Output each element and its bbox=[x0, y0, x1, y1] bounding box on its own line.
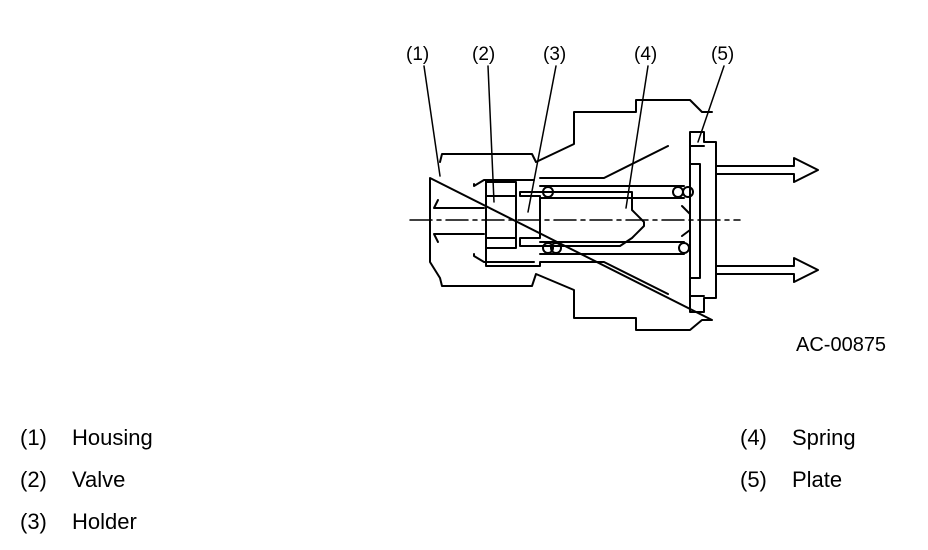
legend-label: Holder bbox=[72, 509, 137, 534]
legend-number: (3) bbox=[20, 509, 47, 534]
spring-coil-5 bbox=[550, 242, 562, 254]
leader-4 bbox=[625, 65, 649, 209]
plate-body bbox=[689, 131, 717, 313]
spring-coil-2 bbox=[672, 186, 684, 198]
arrow-lower bbox=[715, 257, 819, 283]
legend-item-1: (1) Housing bbox=[20, 425, 153, 451]
legend-item-4: (4) Spring bbox=[740, 425, 856, 451]
callout-3: (3) bbox=[543, 44, 566, 65]
legend-number: (1) bbox=[20, 425, 47, 450]
legend-number: (2) bbox=[20, 467, 47, 492]
leader-2 bbox=[487, 65, 495, 203]
legend-item-2: (2) Valve bbox=[20, 467, 125, 493]
callout-1: (1) bbox=[406, 44, 429, 65]
callout-2: (2) bbox=[472, 44, 495, 65]
callout-5: (5) bbox=[711, 44, 734, 65]
spring-coil-4 bbox=[542, 242, 554, 254]
leader-3 bbox=[527, 65, 557, 213]
legend-label: Valve bbox=[72, 467, 126, 492]
spring-coil-3 bbox=[682, 186, 694, 198]
valve-body bbox=[485, 181, 517, 249]
figure-code: AC-00875 bbox=[796, 334, 886, 356]
spring-coil-1 bbox=[542, 186, 554, 198]
leader-5 bbox=[697, 65, 725, 143]
holder-outer bbox=[485, 145, 669, 295]
housing-outline bbox=[429, 99, 713, 331]
legend-label: Plate bbox=[792, 467, 843, 492]
housing-bore bbox=[473, 179, 535, 263]
plate-inner bbox=[681, 145, 705, 297]
legend-number: (5) bbox=[740, 467, 767, 492]
legend-item-5: (5) Plate bbox=[740, 467, 842, 493]
holder-body bbox=[519, 191, 645, 247]
leader-1 bbox=[423, 65, 441, 177]
legend-label: Housing bbox=[72, 425, 153, 450]
spring-coil-6 bbox=[678, 242, 690, 254]
callout-4: (4) bbox=[634, 44, 657, 65]
arrow-upper bbox=[715, 157, 819, 183]
legend-number: (4) bbox=[740, 425, 767, 450]
legend-item-3: (3) Holder bbox=[20, 509, 137, 535]
inlet-channel bbox=[433, 199, 485, 243]
legend-label: Spring bbox=[792, 425, 856, 450]
